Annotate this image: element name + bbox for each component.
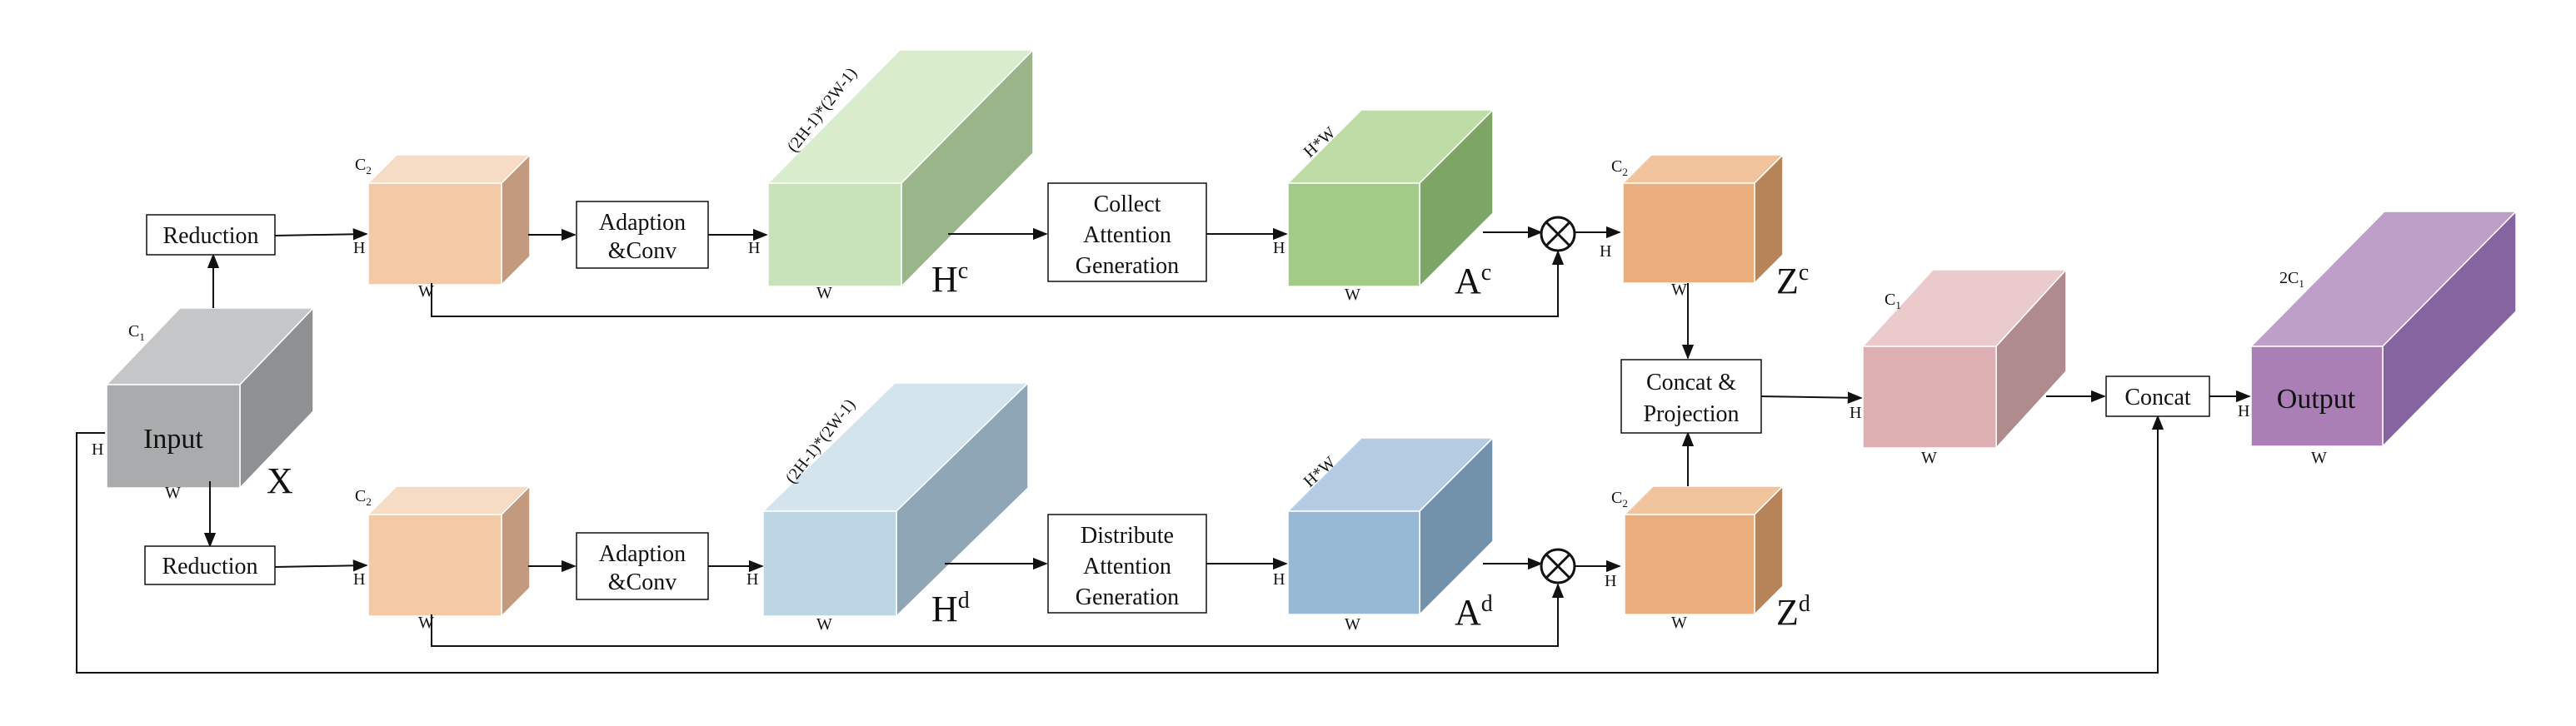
dim-ad-h: H (1273, 570, 1285, 589)
cube-hc (766, 48, 1035, 288)
dim-hc-w: W (816, 284, 832, 302)
skip-top (431, 250, 1565, 317)
svg-text:Projection: Projection (1643, 401, 1739, 427)
dim-input-h: H (92, 440, 103, 459)
dim-ac-h: H (1273, 239, 1285, 257)
arrow-reduction-bottom-to-cube (274, 559, 368, 572)
svg-text:Adaption: Adaption (599, 210, 686, 236)
dim-zd-h: H (1605, 572, 1616, 590)
dim-output-w: W (2311, 449, 2327, 467)
svg-text:Attention: Attention (1083, 554, 1171, 579)
svg-text:&Conv: &Conv (608, 238, 676, 264)
tensor-cubes (105, 48, 2518, 618)
dim-orange-bottom-c2: C2 (355, 487, 372, 508)
dim-orange-bottom-w: W (418, 614, 434, 632)
dim-hd-w: W (816, 615, 832, 634)
dim-zc-c2: C2 (1611, 157, 1628, 178)
cube-zd (1623, 485, 1785, 616)
svg-text:Distribute: Distribute (1081, 523, 1174, 549)
dim-orange-top-h: H (353, 239, 365, 257)
zd-label: Zd (1776, 591, 1810, 633)
x-label: X (267, 460, 293, 501)
multiply-op-top (1540, 216, 1576, 252)
concat-projection-box: Concat & Projection (1620, 359, 1762, 434)
reduction-top-box: Reduction (146, 214, 276, 256)
distribute-attention-box: Distribute Attention Generation (1047, 514, 1207, 614)
zc-label: Zc (1776, 260, 1809, 301)
hc-label: Hc (931, 258, 968, 300)
collect-attention-box: Collect Attention Generation (1047, 182, 1207, 282)
dim-ac-w: W (1345, 286, 1360, 304)
dim-zc-w: W (1671, 281, 1687, 299)
arrow-concatproj-to-pink (1759, 391, 1863, 404)
dim-pink-h: H (1850, 404, 1861, 422)
dim-zc-h: H (1600, 242, 1611, 261)
dim-output-h: H (2238, 402, 2249, 420)
concat-box: Concat (2105, 375, 2210, 417)
multiply-op-bottom (1540, 548, 1576, 584)
output-label: Output (2277, 384, 2356, 415)
dim-hd-h: H (746, 570, 758, 589)
dim-zd-c2: C2 (1611, 489, 1628, 510)
dim-hc-h: H (748, 239, 760, 257)
cube-ac (1286, 108, 1495, 288)
dim-ad-w: W (1345, 615, 1360, 634)
dim-output-2c1: 2C1 (2279, 269, 2304, 290)
residual-path (76, 415, 2164, 674)
cube-output (2249, 210, 2518, 448)
dim-pink-w: W (1921, 449, 1937, 467)
connectors (76, 226, 2251, 674)
cube-input-x (105, 306, 315, 490)
dim-zd-w: W (1671, 614, 1687, 632)
dim-orange-top-c2: C2 (355, 156, 372, 177)
svg-text:Collect: Collect (1094, 191, 1161, 217)
ad-label: Ad (1455, 591, 1493, 633)
cube-zc (1621, 153, 1785, 285)
svg-text:Reduction: Reduction (162, 554, 257, 579)
dim-pink-c1: C1 (1885, 291, 1901, 311)
dim-input-w: W (165, 484, 181, 502)
skip-bottom (431, 583, 1565, 647)
cube-pink-c1 (1861, 268, 2068, 450)
cube-c2-top (367, 153, 532, 286)
arrow-reduction-top-to-cube (274, 228, 368, 241)
ac-label: Ac (1455, 260, 1491, 301)
svg-text:Adaption: Adaption (599, 541, 686, 567)
cube-ad (1286, 436, 1495, 616)
dim-input-c1: C1 (128, 322, 145, 343)
svg-text:Generation: Generation (1076, 584, 1179, 610)
svg-text:Attention: Attention (1083, 222, 1171, 248)
svg-text:Concat: Concat (2124, 385, 2191, 410)
svg-text:&Conv: &Conv (608, 569, 676, 595)
adaption-conv-bottom-box: Adaption &Conv (576, 532, 709, 600)
cube-c2-bottom (367, 485, 532, 618)
svg-text:Concat &: Concat & (1646, 370, 1736, 395)
dim-orange-top-w: W (418, 282, 434, 301)
reduction-bottom-box: Reduction (144, 545, 276, 585)
adaption-conv-top-box: Adaption &Conv (576, 201, 709, 269)
cube-hd (761, 381, 1030, 618)
hd-label: Hd (931, 588, 970, 629)
svg-text:Generation: Generation (1076, 253, 1179, 279)
dim-orange-bottom-h: H (353, 570, 365, 589)
input-label: Input (143, 424, 203, 455)
svg-text:Reduction: Reduction (162, 223, 258, 249)
